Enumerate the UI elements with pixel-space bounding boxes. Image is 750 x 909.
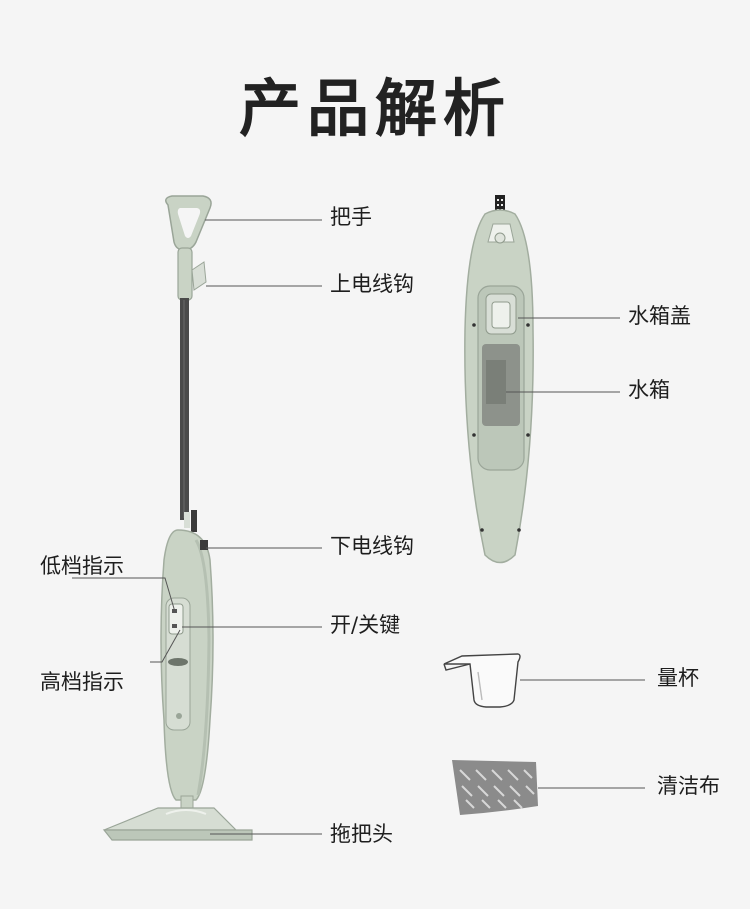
cleaning-cloth-graphic	[452, 760, 538, 815]
label-handle: 把手	[330, 205, 372, 229]
label-mop-head: 拖把头	[330, 822, 393, 846]
label-measuring-cup: 量杯	[657, 666, 699, 690]
mop-handle-graphic	[165, 195, 212, 301]
label-high-indicator: 高档指示	[40, 670, 124, 694]
tank-body-graphic	[464, 195, 534, 564]
label-lower-hook: 下电线钩	[330, 534, 414, 558]
leader-lines-right	[506, 317, 645, 789]
leader-lines-left	[72, 219, 322, 835]
label-low-indicator: 低档指示	[40, 554, 124, 578]
label-cleaning-cloth: 清洁布	[657, 774, 720, 798]
label-upper-hook: 上电线钩	[330, 272, 414, 296]
label-tank-cover: 水箱盖	[628, 304, 691, 328]
measuring-cup-graphic	[443, 653, 521, 708]
label-power-key: 开/关键	[330, 613, 401, 637]
mop-body-graphic	[160, 529, 214, 801]
page-title: 产品解析	[238, 72, 511, 145]
label-tank: 水箱	[628, 378, 670, 402]
mop-head-graphic	[102, 807, 253, 841]
upper-hook-graphic	[191, 261, 207, 291]
